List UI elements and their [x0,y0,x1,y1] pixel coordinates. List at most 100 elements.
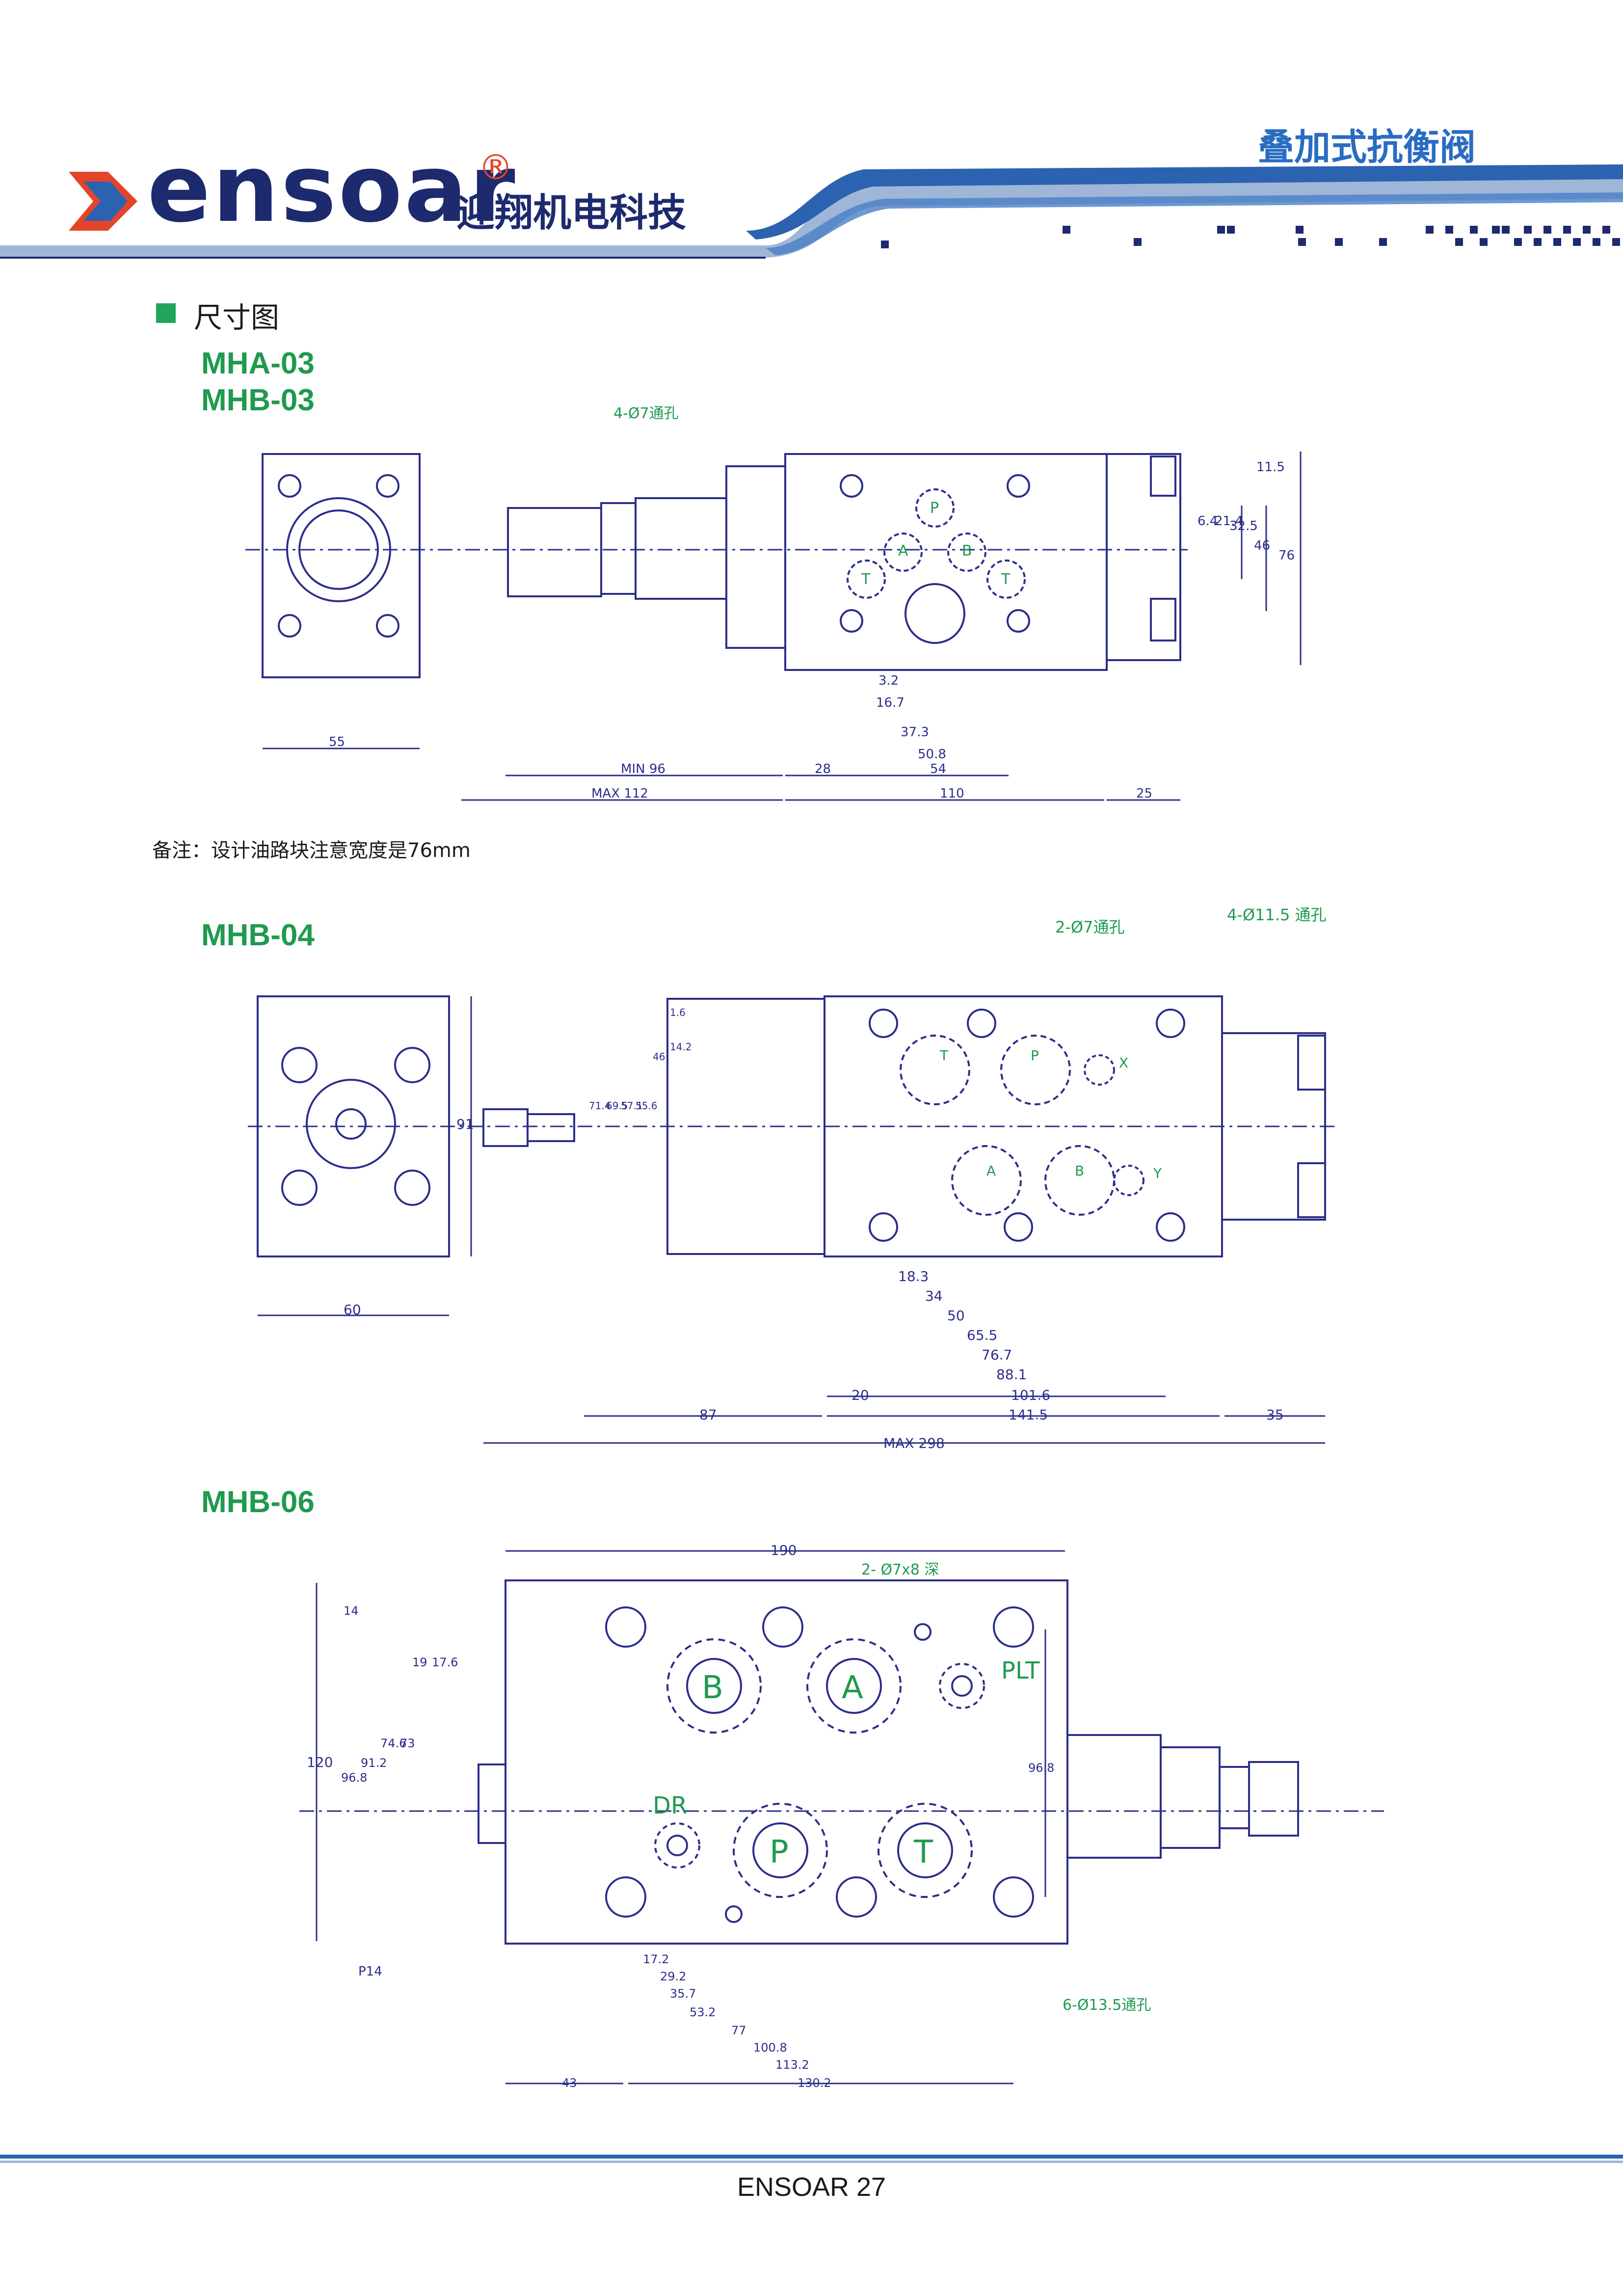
mhb06-callout-p14: P14 [358,1964,382,1979]
mha03-knob [507,507,602,597]
mhb06-dim-96-8-right: 96.8 [1028,1761,1054,1775]
mha03-dim-3-2: 3.2 [878,673,899,688]
mhb04-dim-35: 35 [1266,1407,1284,1423]
mhb06-dim-53-2: 53.2 [690,2005,716,2019]
mhb04-dim-20: 20 [851,1387,869,1403]
mhb06-dim-17-2: 17.2 [643,1952,669,1966]
model-label-mhb06: MHB-06 [201,1485,315,1519]
mha03-dim-min96: MIN 96 [621,762,665,776]
mhb06-port-p: P [770,1834,789,1870]
mhb06-dim-77: 77 [731,2024,746,2037]
mhb04-port-x: X [1119,1055,1128,1071]
mha03-dim-50-8: 50.8 [918,747,946,762]
ensoar-logo-icon [69,172,137,231]
mhb04-dim-76-7: 76.7 [982,1347,1012,1363]
mhb06-dim-43: 43 [562,2076,577,2090]
mhb04-dim-34: 34 [925,1288,943,1304]
mhb04-port-y: Y [1153,1165,1162,1181]
mhb04-dim-65-5: 65.5 [967,1327,997,1343]
model-label-mhb04: MHB-04 [201,918,315,952]
mhb04-callout-holes-a: 2-Ø7通孔 [1055,918,1124,936]
mhb04-dim-88-1: 88.1 [996,1366,1027,1383]
mhb06-dim-73: 73 [400,1736,415,1750]
mhb04-port-a: A [986,1163,996,1179]
mhb06-dim-190: 190 [771,1542,797,1558]
mhb04-dim-101-6: 101.6 [1011,1387,1050,1403]
header-band [0,164,1623,259]
mha03-end-view [262,453,421,678]
mhb04-callout-holes-b: 4-Ø11.5 通孔 [1227,906,1327,924]
mhb06-callout-holes-b: 6-Ø13.5通孔 [1063,1997,1151,2014]
mhb04-port-p: P [1031,1047,1039,1064]
mhb04-dim-18-3: 18.3 [898,1268,929,1284]
mhb04-dim-55-6: 55.6 [636,1100,658,1112]
mhb04-dim-60: 60 [344,1302,361,1318]
mha03-dim-21-4: 21.4 [1215,514,1243,529]
section-title: 尺寸图 [194,301,280,334]
mhb04-dim-141-5: 141.5 [1009,1407,1048,1423]
mha03-dim-25: 25 [1136,786,1152,801]
page-title: 叠加式抗衡阀 [1258,126,1476,168]
mha03-callout-holes: 4-Ø7通孔 [613,405,679,422]
mhb06-dim-100-8: 100.8 [753,2041,787,2055]
mhb04-dim-91: 91 [456,1116,474,1132]
mha03-dim-max112: MAX 112 [591,786,648,801]
brand-chinese-name: 迎翔机电科技 [456,191,687,235]
mhb04-dim-87: 87 [699,1407,717,1423]
mhb06-dim-19: 19 [412,1655,427,1669]
mhb04-dim-1-6: 1.6 [670,1007,686,1018]
mhb06-dim-120: 120 [307,1754,333,1770]
mha03-dim-76: 76 [1278,548,1295,563]
mhb06-dim-17-6: 17.6 [432,1655,458,1669]
mhb06-dim-35-7: 35.7 [670,1987,696,2001]
mha03-dim-110: 110 [940,786,964,801]
mhb06-port-b: B [702,1670,723,1706]
mha03-port-a: A [898,542,908,560]
design-note: 备注：设计油路块注意宽度是76mm [152,839,471,862]
mha03-dim-16-7: 16.7 [876,695,905,710]
mha03-port-t2: T [1001,571,1011,588]
mha03-dim-11-5: 11.5 [1256,460,1285,475]
mhb04-dim-69-5: 69.5 [606,1100,628,1112]
mha03-dim-6-4: 6.4 [1197,514,1218,529]
mha03-dim-46: 46 [1254,538,1270,553]
mha03-dim-54: 54 [930,762,946,776]
mha03-dim-37-3: 37.3 [901,725,929,740]
model-label-mhb03: MHB-03 [201,383,315,417]
brand-wordmark: ensoar [147,134,517,243]
mhb06-port-a: A [842,1670,863,1706]
mhb06-dim-113-2: 113.2 [775,2058,809,2072]
mhb06-dim-74-6: 74.6 [380,1736,406,1750]
mhb06-knob [1248,1761,1299,1837]
mhb04-port-t: T [939,1047,949,1064]
mhb06-dim-14: 14 [344,1604,359,1618]
mhb06-dim-130-2: 130.2 [798,2076,831,2090]
footer-rule [0,2155,1623,2163]
mhb06-dim-96-8-left: 96.8 [341,1771,367,1785]
model-label-mha03: MHA-03 [201,347,315,380]
footer-page-label: ENSOAR 27 [737,2172,886,2202]
mhb04-dim-46: 46 [653,1051,665,1063]
mha03-port-p: P [930,500,939,517]
mhb04-dim-14-2: 14.2 [670,1041,692,1053]
mha03-dim-32-5: 32.5 [1229,519,1258,534]
mha03-dim-55: 55 [329,735,345,749]
mhb06-callout-holes-a: 2- Ø7x8 深 [861,1561,939,1578]
mha03-port-t1: T [861,571,871,588]
mhb06-port-t: T [913,1834,933,1870]
mhb04-dim-57-1: 57.1 [621,1100,643,1112]
mhb06-dim-91-2: 91.2 [361,1756,387,1770]
mhb04-dim-50: 50 [947,1308,965,1324]
mhb04-dim-71-4: 71.4 [589,1100,611,1112]
mhb06-port-plt: PLT [1001,1657,1040,1684]
mha03-dim-28: 28 [815,762,831,776]
mhb06-port-dr: DR [653,1792,687,1819]
green-square-icon [156,303,176,323]
mha03-port-b: B [962,542,972,560]
registered-mark: ® [479,147,513,187]
mhb06-dim-29-2: 29.2 [660,1970,686,1983]
mhb04-dim-max298: MAX 298 [883,1435,945,1451]
